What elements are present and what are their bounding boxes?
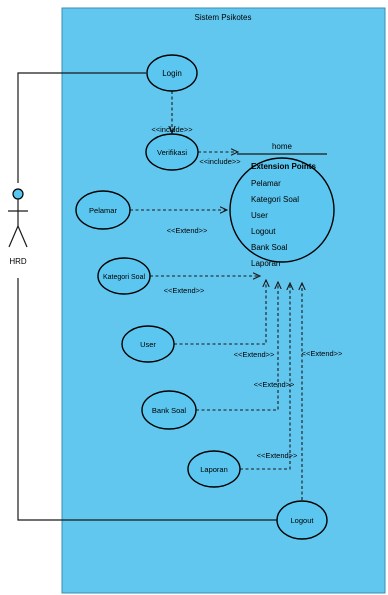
usecase-verifikasi[interactable]: Verifikasi bbox=[145, 133, 199, 171]
actor-label: HRD bbox=[9, 257, 27, 266]
usecase-logout-label: Logout bbox=[291, 516, 315, 525]
usecase-pelamar[interactable]: Pelamar bbox=[75, 190, 131, 230]
extend-logout-label: <<Extend>> bbox=[302, 349, 343, 358]
extend-pelamar-label: <<Extend>> bbox=[167, 226, 208, 235]
include-verifikasi-label: <<include>> bbox=[199, 157, 241, 166]
usecase-verifikasi-label: Verifikasi bbox=[157, 148, 187, 157]
extend-kategori-label: <<Extend>> bbox=[164, 286, 205, 295]
extend-user-home bbox=[174, 280, 266, 345]
hrd-actor[interactable] bbox=[8, 188, 28, 248]
usecase-laporan-label: Laporan bbox=[200, 465, 228, 474]
extend-laporan-label: <<Extend>> bbox=[257, 451, 298, 460]
actor-head-icon bbox=[12, 188, 24, 200]
extension-point: Laporan bbox=[251, 259, 280, 268]
usecase-bank-soal[interactable]: Bank Soal bbox=[141, 390, 197, 430]
usecase-pelamar-label: Pelamar bbox=[89, 206, 117, 215]
extension-point: Logout bbox=[251, 227, 276, 236]
extend-laporan-home bbox=[240, 283, 290, 470]
extension-point: Kategori Soal bbox=[251, 195, 299, 204]
usecase-kategori-soal[interactable]: Kategori Soal bbox=[97, 257, 151, 295]
usecase-bank-soal-label: Bank Soal bbox=[152, 406, 187, 415]
usecase-user[interactable]: User bbox=[121, 325, 175, 363]
usecase-kategori-soal-label: Kategori Soal bbox=[103, 274, 145, 281]
usecase-user-label: User bbox=[140, 340, 156, 349]
extend-banksoal-label: <<Extend>> bbox=[254, 380, 295, 389]
usecase-home[interactable]: home Extension Points Pelamar Kategori S… bbox=[229, 142, 335, 268]
association-login bbox=[17, 72, 146, 183]
extension-points-header: Extension Points bbox=[251, 162, 316, 171]
usecase-laporan[interactable]: Laporan bbox=[187, 450, 241, 488]
include-login-label: <<include>> bbox=[151, 125, 193, 134]
usecase-logout[interactable]: Logout bbox=[276, 500, 328, 540]
usecase-login-label: Login bbox=[162, 69, 182, 78]
system-boundary bbox=[61, 7, 386, 594]
extend-banksoal-home bbox=[196, 282, 278, 411]
association-logout bbox=[17, 278, 278, 521]
extension-point: Pelamar bbox=[251, 179, 281, 188]
extension-point: Bank Soal bbox=[251, 243, 288, 252]
extend-user-label: <<Extend>> bbox=[234, 350, 275, 359]
usecase-login[interactable]: Login bbox=[146, 54, 198, 92]
system-title: Sistem Psikotes bbox=[195, 13, 252, 22]
extension-point: User bbox=[251, 211, 268, 220]
home-title: home bbox=[272, 142, 293, 151]
